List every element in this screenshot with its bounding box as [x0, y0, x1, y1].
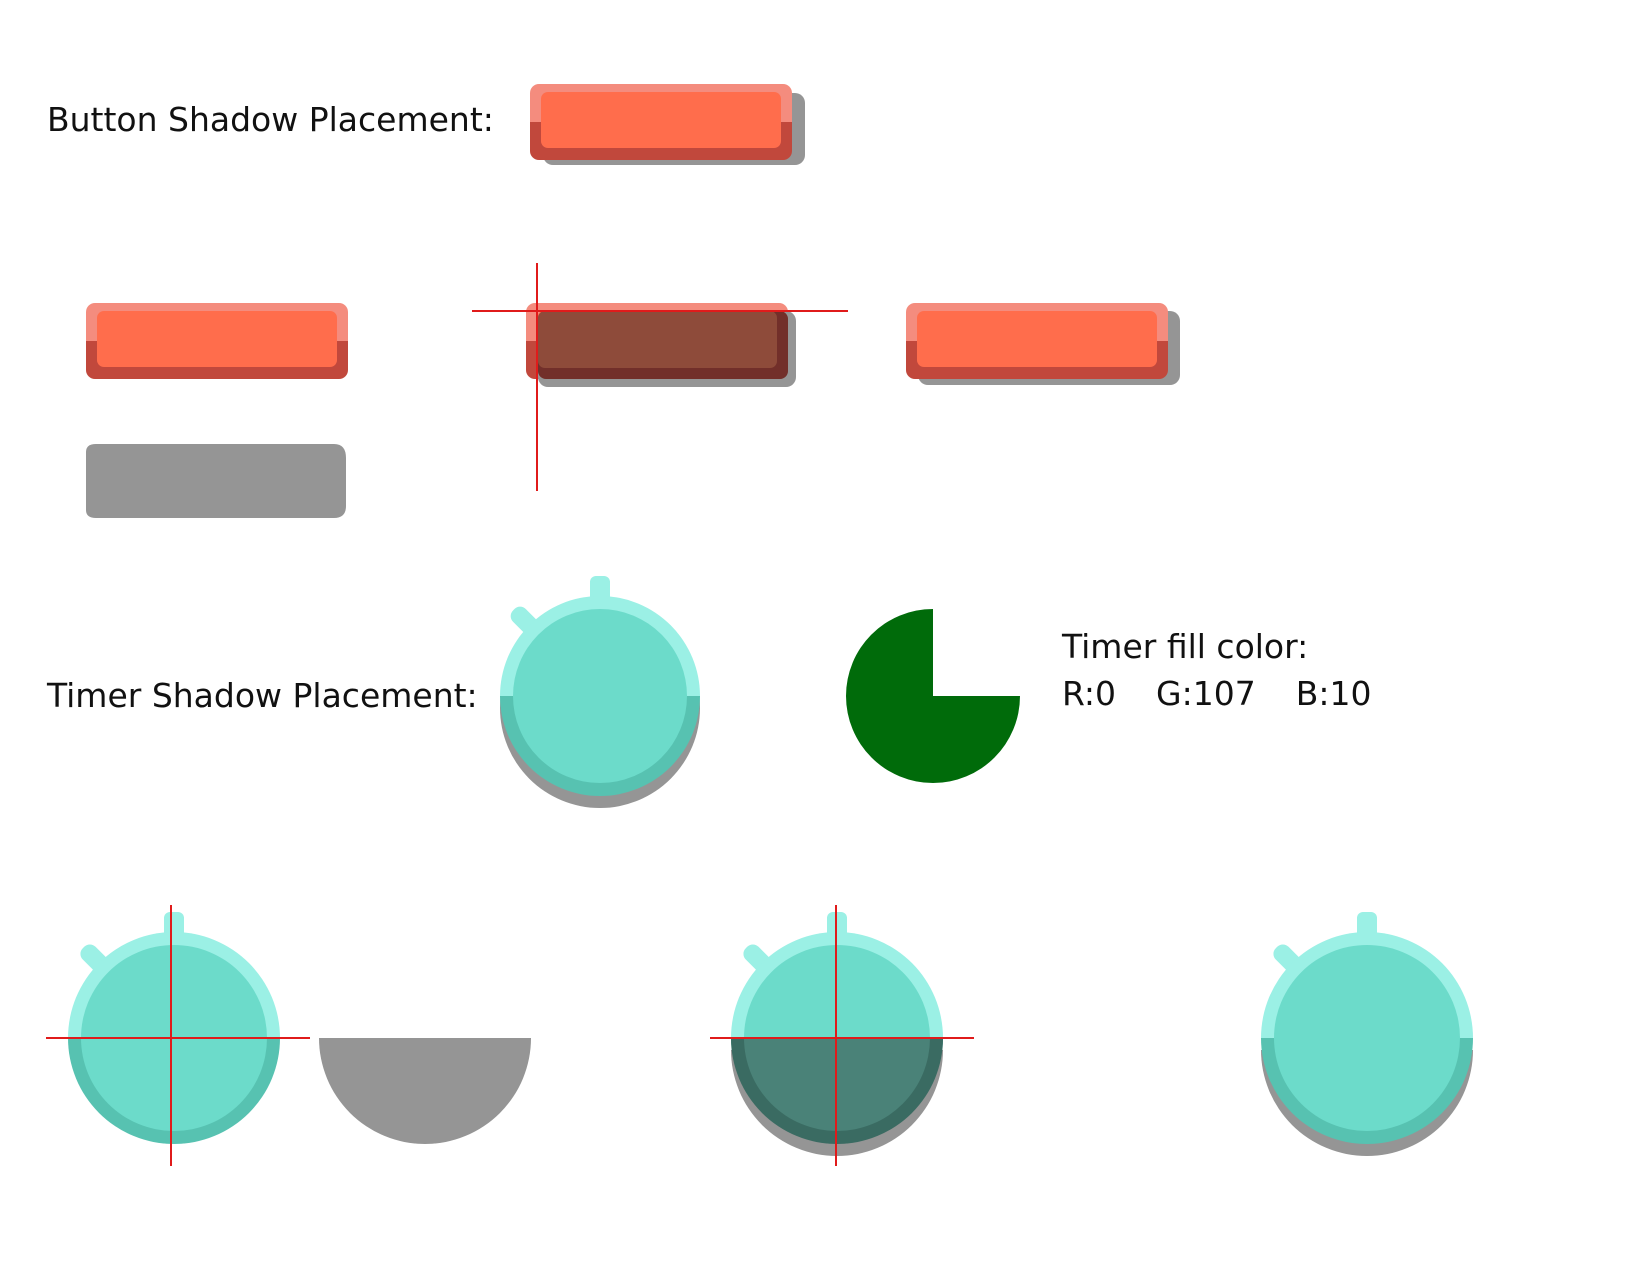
button-face — [97, 311, 337, 367]
timer-shadow-shape — [319, 1038, 531, 1144]
timer-fill-color-label: Timer fill color: — [1062, 627, 1309, 666]
timer-fill-rgb: R:0 G:107 B:10 — [1062, 677, 1411, 710]
timer-face — [1274, 945, 1460, 1131]
button-overlap-region — [538, 311, 777, 368]
fill-g-value: G:107 — [1156, 674, 1256, 713]
button-shadow-shape — [86, 444, 346, 518]
diagram-layer — [46, 84, 1473, 1166]
timer-plain — [68, 912, 280, 1144]
timer-shadow-placement-label: Timer Shadow Placement: — [47, 676, 478, 715]
timer-face — [513, 609, 687, 783]
fill-b-value: B:10 — [1295, 674, 1372, 713]
fill-r-value: R:0 — [1062, 674, 1117, 713]
timer-result — [1261, 912, 1473, 1144]
button-plain — [86, 303, 348, 379]
button-example-final — [530, 84, 792, 160]
button-shadow-placement-label: Button Shadow Placement: — [47, 100, 494, 139]
timer-example-final — [500, 576, 700, 796]
button-result — [906, 303, 1168, 379]
pie-timer-fill — [846, 609, 1020, 783]
button-face — [541, 92, 781, 148]
button-face — [917, 311, 1157, 367]
